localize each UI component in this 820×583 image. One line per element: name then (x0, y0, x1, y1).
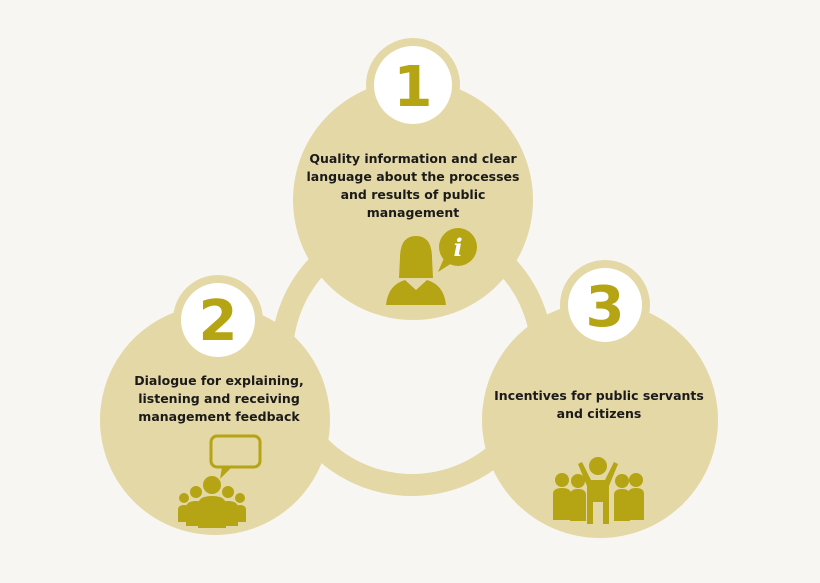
step-text-2: Dialogue for explaining, listening and r… (134, 373, 304, 424)
badge-1: 1 (366, 38, 460, 132)
step-circle-2 (100, 305, 330, 535)
step-text-3: Incentives for public servants and citiz… (494, 388, 704, 421)
woman-info-icon: i (386, 228, 477, 305)
cheering-people-icon (553, 457, 644, 524)
step-number-2: 2 (199, 289, 238, 354)
step-circle-1 (293, 80, 533, 320)
badge-3: 3 (560, 260, 650, 350)
step-number-1: 1 (394, 55, 433, 120)
badge-2: 2 (173, 275, 263, 365)
step-number-3: 3 (586, 275, 625, 340)
step-text-1: Quality information and clear language a… (306, 151, 520, 220)
group-speech-icon (178, 434, 262, 528)
svg-text:i: i (453, 233, 462, 262)
step-circle-3 (482, 302, 718, 538)
